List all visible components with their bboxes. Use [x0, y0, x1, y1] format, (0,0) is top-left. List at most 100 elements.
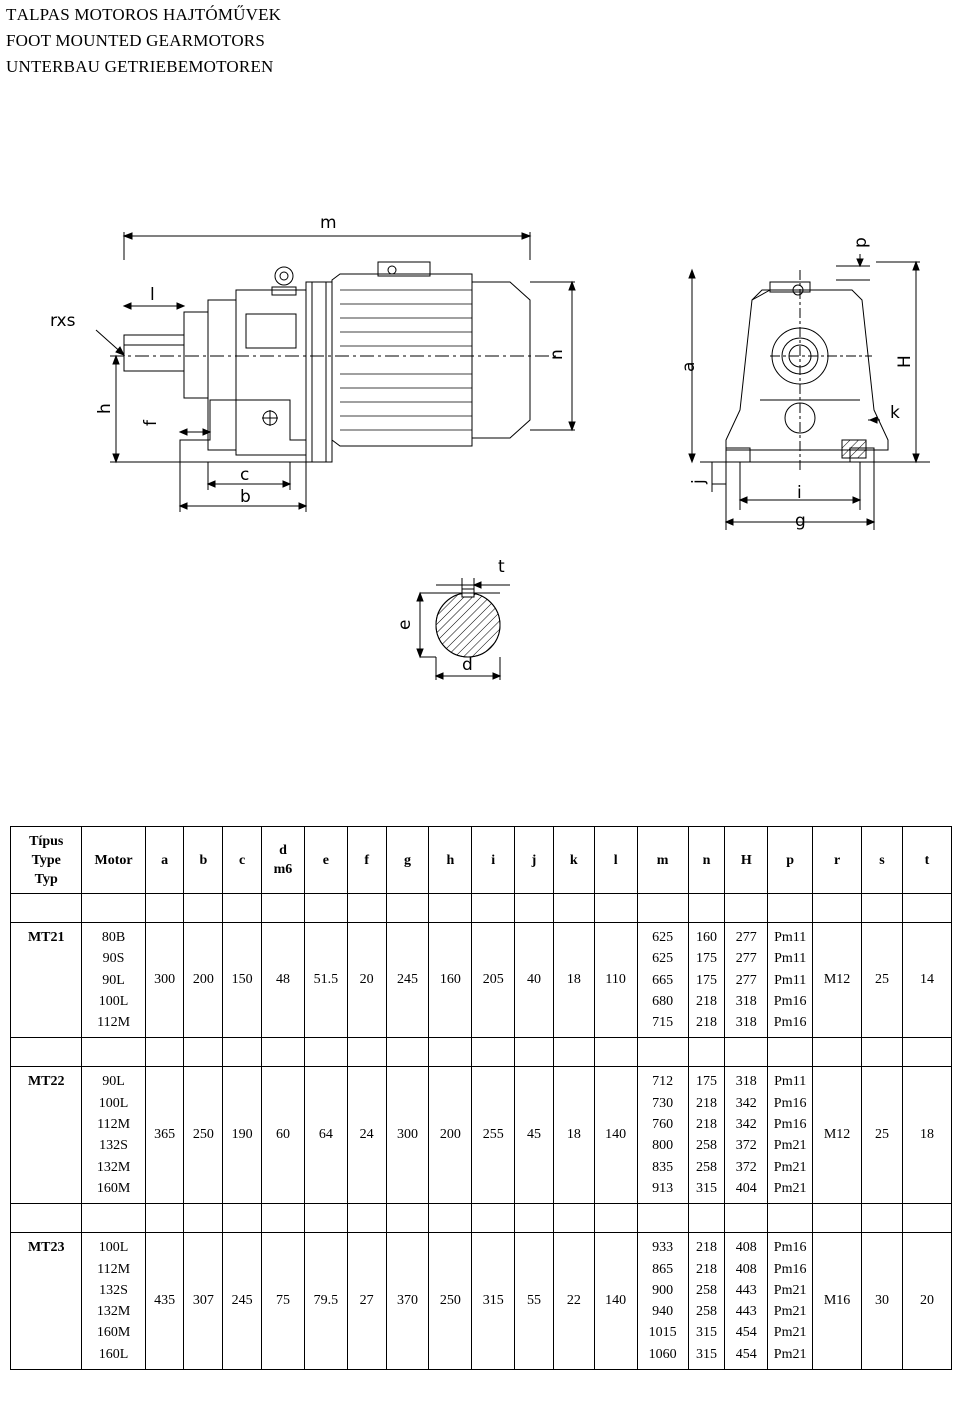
- dim-d-cell: 75: [261, 1232, 305, 1371]
- dim-i-cell: 205: [471, 921, 516, 1039]
- shaft-section-view: [416, 578, 510, 680]
- dim-t-cell: 14: [901, 921, 953, 1039]
- dim-a-cell: 365: [144, 1066, 185, 1205]
- dim-r-cell: M12: [812, 1066, 863, 1205]
- dim-j-cell: 40: [514, 921, 554, 1039]
- dim-label-b: b: [240, 487, 251, 507]
- front-view: [688, 254, 930, 530]
- dim-s-cell: 25: [861, 921, 903, 1039]
- dim-j-cell: 45: [514, 1066, 554, 1205]
- dim-k-cell: 18: [552, 1066, 595, 1205]
- dim-f-cell: 27: [346, 1232, 387, 1371]
- dim-t-cell: 20: [901, 1232, 953, 1371]
- type-cell: MT21: [9, 921, 83, 1039]
- dim-g-cell: 245: [385, 921, 430, 1039]
- dim-h-cell: 200: [428, 1066, 473, 1205]
- spacer-row: [9, 893, 953, 923]
- dim-label-c: c: [240, 465, 249, 485]
- header-h: h: [428, 826, 473, 894]
- dim-label-rxs: rxs: [50, 311, 76, 331]
- header-m: m: [636, 826, 689, 894]
- dim-b-cell: 200: [183, 921, 224, 1039]
- dim-a-cell: 435: [144, 1232, 185, 1371]
- header-j: j: [514, 826, 554, 894]
- type-cell: MT22: [9, 1066, 83, 1205]
- title-en: FOOT MOUNTED GEARMOTORS: [6, 31, 265, 50]
- dim-c-cell: 190: [222, 1066, 263, 1205]
- dim-t-cell: 18: [901, 1066, 953, 1205]
- dim-r-cell: M12: [812, 921, 863, 1039]
- dim-s-cell: 30: [861, 1232, 903, 1371]
- title-block: TALPAS MOTOROS HAJTÓMŰVEK FOOT MOUNTED G…: [6, 2, 281, 80]
- dim-label-H: H: [895, 355, 915, 368]
- header-t: t: [901, 826, 953, 894]
- dim-c-cell: 245: [222, 1232, 263, 1371]
- header-motor: Motor: [81, 826, 146, 894]
- dim-label-g: g: [795, 511, 806, 531]
- dim-f-cell: 24: [346, 1066, 387, 1205]
- dim-c-cell: 150: [222, 921, 263, 1039]
- dim-l-cell: 110: [593, 921, 638, 1039]
- dim-f-cell: 20: [346, 921, 387, 1039]
- dim-label-e: e: [395, 620, 415, 630]
- dim-label-k: k: [890, 403, 900, 423]
- dim-label-f: f: [141, 419, 161, 426]
- dim-g-cell: 370: [385, 1232, 430, 1371]
- dim-k-cell: 18: [552, 921, 595, 1039]
- header-e: e: [303, 826, 348, 894]
- dim-label-i: i: [797, 483, 802, 503]
- dim-label-n: n: [547, 349, 567, 360]
- header-s: s: [861, 826, 903, 894]
- dim-label-j: j: [689, 479, 709, 485]
- dim-label-t: t: [498, 557, 505, 577]
- title-de: UNTERBAU GETRIEBEMOTOREN: [6, 57, 274, 76]
- dim-label-a: a: [679, 362, 699, 372]
- dim-k-cell: 22: [552, 1232, 595, 1371]
- side-view: [95, 232, 576, 512]
- header-b: b: [183, 826, 224, 894]
- dim-d-cell: 60: [261, 1066, 305, 1205]
- header-f: f: [346, 826, 387, 894]
- dim-d-cell: 48: [261, 921, 305, 1039]
- dim-label-h: h: [95, 403, 115, 414]
- dim-i-cell: 255: [471, 1066, 516, 1205]
- dim-g-cell: 300: [385, 1066, 430, 1205]
- dim-l-cell: 140: [593, 1066, 638, 1205]
- header-p: p: [767, 826, 814, 894]
- header-l: l: [593, 826, 638, 894]
- dim-b-cell: 307: [183, 1232, 224, 1371]
- header-k: k: [552, 826, 595, 894]
- header-c: c: [222, 826, 263, 894]
- dim-i-cell: 315: [471, 1232, 516, 1371]
- dim-e-cell: 79.5: [303, 1232, 348, 1371]
- dim-e-cell: 51.5: [303, 921, 348, 1039]
- spacer-row: [9, 1037, 953, 1068]
- title-hu: TALPAS MOTOROS HAJTÓMŰVEK: [6, 5, 282, 24]
- header-n: n: [687, 826, 726, 894]
- dim-r-cell: M16: [812, 1232, 863, 1371]
- header-r: r: [812, 826, 863, 894]
- dim-s-cell: 25: [861, 1066, 903, 1205]
- dim-b-cell: 250: [183, 1066, 224, 1205]
- header-H: H: [724, 826, 769, 894]
- header-g: g: [385, 826, 430, 894]
- dim-j-cell: 55: [514, 1232, 554, 1371]
